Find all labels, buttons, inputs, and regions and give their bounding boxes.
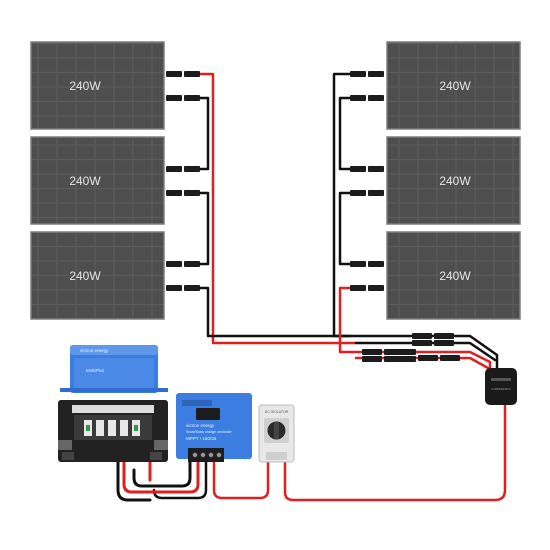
mppt-brand: victron energy: [186, 423, 215, 428]
right-jumper-2: [338, 191, 352, 266]
isolator-label: DC ISOLATOR: [265, 410, 289, 414]
left-panel-3: 240W: [30, 231, 165, 320]
inverter-charger: victron energy MultiPlus: [60, 345, 168, 393]
panel-wattage-label: 240W: [69, 174, 101, 188]
left-positive-wire: [198, 72, 358, 345]
left-jumper-2: [198, 191, 210, 266]
right-panel-3: 240W: [386, 231, 521, 320]
right-panel-1: 240W: [386, 41, 521, 130]
dc-isolator: DC ISOLATOR: [258, 404, 295, 463]
left-negative-wire: [198, 286, 352, 338]
combiner-label: COMBINER BOX: [491, 388, 511, 391]
panel-wattage-label: 240W: [69, 79, 101, 93]
right-jumper-1: [338, 96, 352, 171]
left-panel-1: 240W: [30, 41, 165, 130]
left-panel-2: 240W: [30, 136, 165, 225]
right-negative-wire: [332, 72, 499, 374]
mppt-model: SmartSolar charge controller: [186, 430, 233, 434]
panel-wattage-label: 240W: [439, 174, 471, 188]
mc4-connectors: [166, 71, 460, 362]
left-jumper-1: [198, 96, 210, 171]
inverter-brand: victron energy: [80, 348, 109, 353]
combiner-to-isolator-red: [283, 403, 507, 502]
mppt-spec: MPPT • 150/35: [186, 436, 217, 441]
battery-busbar: [58, 400, 168, 462]
combiner-to-mppt-black: [293, 405, 498, 495]
panel-wattage-label: 240W: [69, 269, 101, 283]
panel-wattage-label: 240W: [439, 269, 471, 283]
combiner-box: COMBINER BOX: [485, 368, 517, 405]
right-panel-2: 240W: [386, 136, 521, 225]
panel-wattage-label: 240W: [439, 79, 471, 93]
mppt-charge-controller: victron energy SmartSolar charge control…: [176, 393, 252, 462]
inverter-model: MultiPlus: [86, 368, 105, 373]
